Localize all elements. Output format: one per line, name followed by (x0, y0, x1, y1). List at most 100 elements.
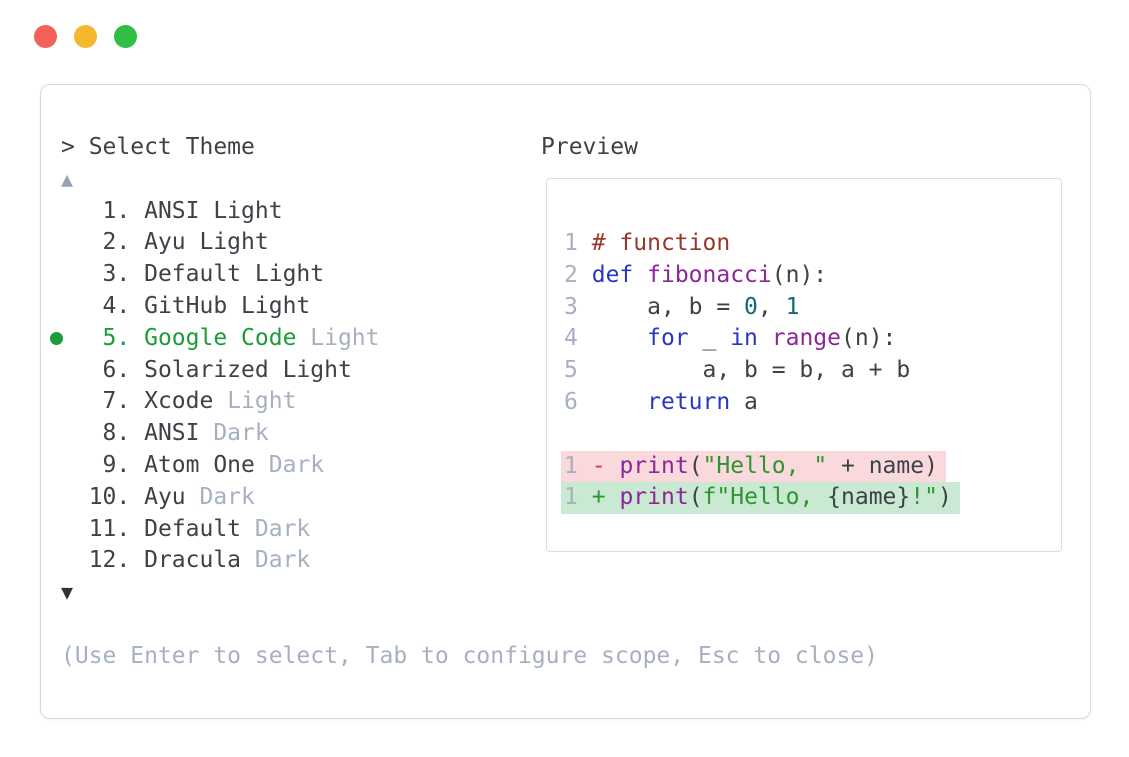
theme-option-number: 3. (61, 261, 145, 288)
theme-option-3[interactable]: 3. Default Light (61, 259, 878, 291)
token-str: !" (910, 484, 938, 511)
scroll-up-row: ▲ (61, 164, 878, 196)
line-number: 5 (564, 357, 578, 384)
token-pl: a, b = (577, 293, 745, 320)
token-kw: for (647, 325, 689, 352)
token-lit: 0 (744, 293, 758, 320)
theme-option-number: 8. (61, 420, 145, 447)
code-line: 4 for _ in range(n): (564, 323, 1061, 355)
theme-option-6[interactable]: 6. Solarized Light (61, 355, 878, 387)
preview-label-row: Preview (541, 132, 638, 164)
scroll-down-icon[interactable]: ▼ (61, 580, 74, 605)
token-pl (578, 453, 592, 479)
theme-option-number: 12. (61, 547, 145, 574)
theme-option-name: Solarized Light (144, 356, 352, 383)
spacer-row (61, 609, 878, 641)
code-preview: 1 # function 2 def fibonacci(n):3 a, b = … (547, 179, 1061, 515)
theme-option-number: 11. (61, 515, 145, 542)
theme-option-12[interactable]: 12. Dracula Dark (61, 545, 878, 577)
token-pl (578, 389, 647, 415)
theme-option-name: Ayu Light (144, 229, 269, 256)
token-add: + (591, 484, 606, 511)
theme-option-variant: Dark (241, 515, 311, 542)
token-pl (578, 230, 592, 256)
code-line (564, 419, 1061, 451)
hint-row: (Use Enter to select, Tab to configure s… (61, 641, 878, 673)
token-pl (633, 262, 647, 288)
code-line: 2 def fibonacci(n): (564, 260, 1061, 292)
token-fn: print (619, 484, 689, 511)
token-str: f"Hello, (702, 484, 828, 511)
theme-option-name: Xcode (144, 388, 214, 415)
line-number: 3 (564, 293, 578, 320)
preview-label: Preview (541, 134, 638, 160)
theme-option-variant: Dark (185, 483, 255, 510)
preview-pane: 1 # function 2 def fibonacci(n):3 a, b = … (546, 178, 1062, 552)
code-line: 3 a, b = 0, 1 (564, 292, 1061, 324)
theme-option-number: 6. (61, 356, 145, 383)
token-kw: def (591, 261, 634, 288)
line-number: 6 (564, 388, 578, 415)
theme-option-1[interactable]: 1. ANSI Light (61, 196, 878, 228)
theme-option-number: 4. (61, 292, 145, 319)
scroll-down-row: ▼ (61, 577, 878, 609)
theme-option-name: Ayu (144, 483, 186, 510)
theme-option-5[interactable]: 5. Google Code Light (50, 323, 878, 355)
token-com: # function (591, 230, 731, 256)
token-pl (606, 453, 620, 479)
token-kw: in (730, 325, 758, 352)
diff-line-added: 1 + print(f"Hello, {name}!") (561, 482, 1061, 515)
token-pl: + name) (827, 452, 938, 479)
theme-option-variant: Dark (199, 420, 269, 447)
token-pl (578, 325, 647, 351)
theme-option-number: 2. (61, 229, 145, 256)
token-pl (758, 325, 772, 351)
theme-option-number: 9. (61, 451, 145, 478)
zoom-button[interactable] (114, 25, 137, 48)
theme-option-8[interactable]: 8. ANSI Dark (61, 418, 878, 450)
theme-option-variant: Light (213, 388, 297, 415)
prompt: > Select Theme (61, 132, 878, 164)
diff-highlight-removed: 1 - print("Hello, " + name) (561, 450, 946, 483)
token-pl: (n): (841, 325, 897, 352)
token-pl: ( (688, 484, 703, 511)
theme-option-9[interactable]: 9. Atom One Dark (61, 450, 878, 482)
token-pl (578, 484, 592, 510)
token-str: "Hello, " (702, 452, 828, 479)
close-button[interactable] (34, 25, 57, 48)
theme-option-name: Default Light (144, 261, 325, 288)
line-number: 4 (564, 325, 578, 352)
theme-option-variant: Dark (254, 451, 325, 478)
theme-option-7[interactable]: 7. Xcode Light (61, 386, 878, 418)
window-controls (34, 25, 137, 48)
scroll-up-icon[interactable]: ▲ (61, 166, 74, 191)
line-number: 1 (564, 484, 578, 511)
token-pl: {name} (827, 484, 911, 511)
theme-option-name: Default (144, 515, 242, 542)
diff-highlight-added: 1 + print(f"Hello, {name}!") (561, 482, 960, 515)
theme-option-4[interactable]: 4. GitHub Light (61, 291, 878, 323)
line-number: 1 (564, 230, 578, 256)
token-lit: 1 (785, 293, 800, 320)
theme-option-variant: Dark (241, 547, 311, 574)
hint-text: (Use Enter to select, Tab to configure s… (61, 642, 878, 669)
minimize-button[interactable] (74, 25, 97, 48)
theme-list: 1. ANSI Light 2. Ayu Light 3. Default Li… (50, 196, 878, 578)
theme-option-2[interactable]: 2. Ayu Light (61, 227, 878, 259)
token-kw: return (647, 388, 731, 415)
token-fn: print (619, 452, 689, 479)
line-number: 1 (564, 452, 578, 479)
theme-option-name: ANSI Light (144, 197, 283, 224)
theme-option-name: Google Code (144, 324, 297, 351)
theme-option-name: Atom One (144, 451, 255, 478)
token-pl (578, 262, 592, 288)
theme-option-10[interactable]: 10. Ayu Dark (61, 482, 878, 514)
diff-line-removed: 1 - print("Hello, " + name) (561, 450, 1061, 483)
theme-option-name: Dracula (144, 547, 242, 574)
theme-option-number: 1. (61, 197, 145, 224)
theme-option-number: 7. (61, 388, 145, 415)
token-fn: fibonacci (647, 261, 772, 288)
theme-option-name: GitHub Light (144, 292, 311, 319)
token-del: - (591, 452, 606, 479)
theme-option-11[interactable]: 11. Default Dark (61, 514, 878, 546)
